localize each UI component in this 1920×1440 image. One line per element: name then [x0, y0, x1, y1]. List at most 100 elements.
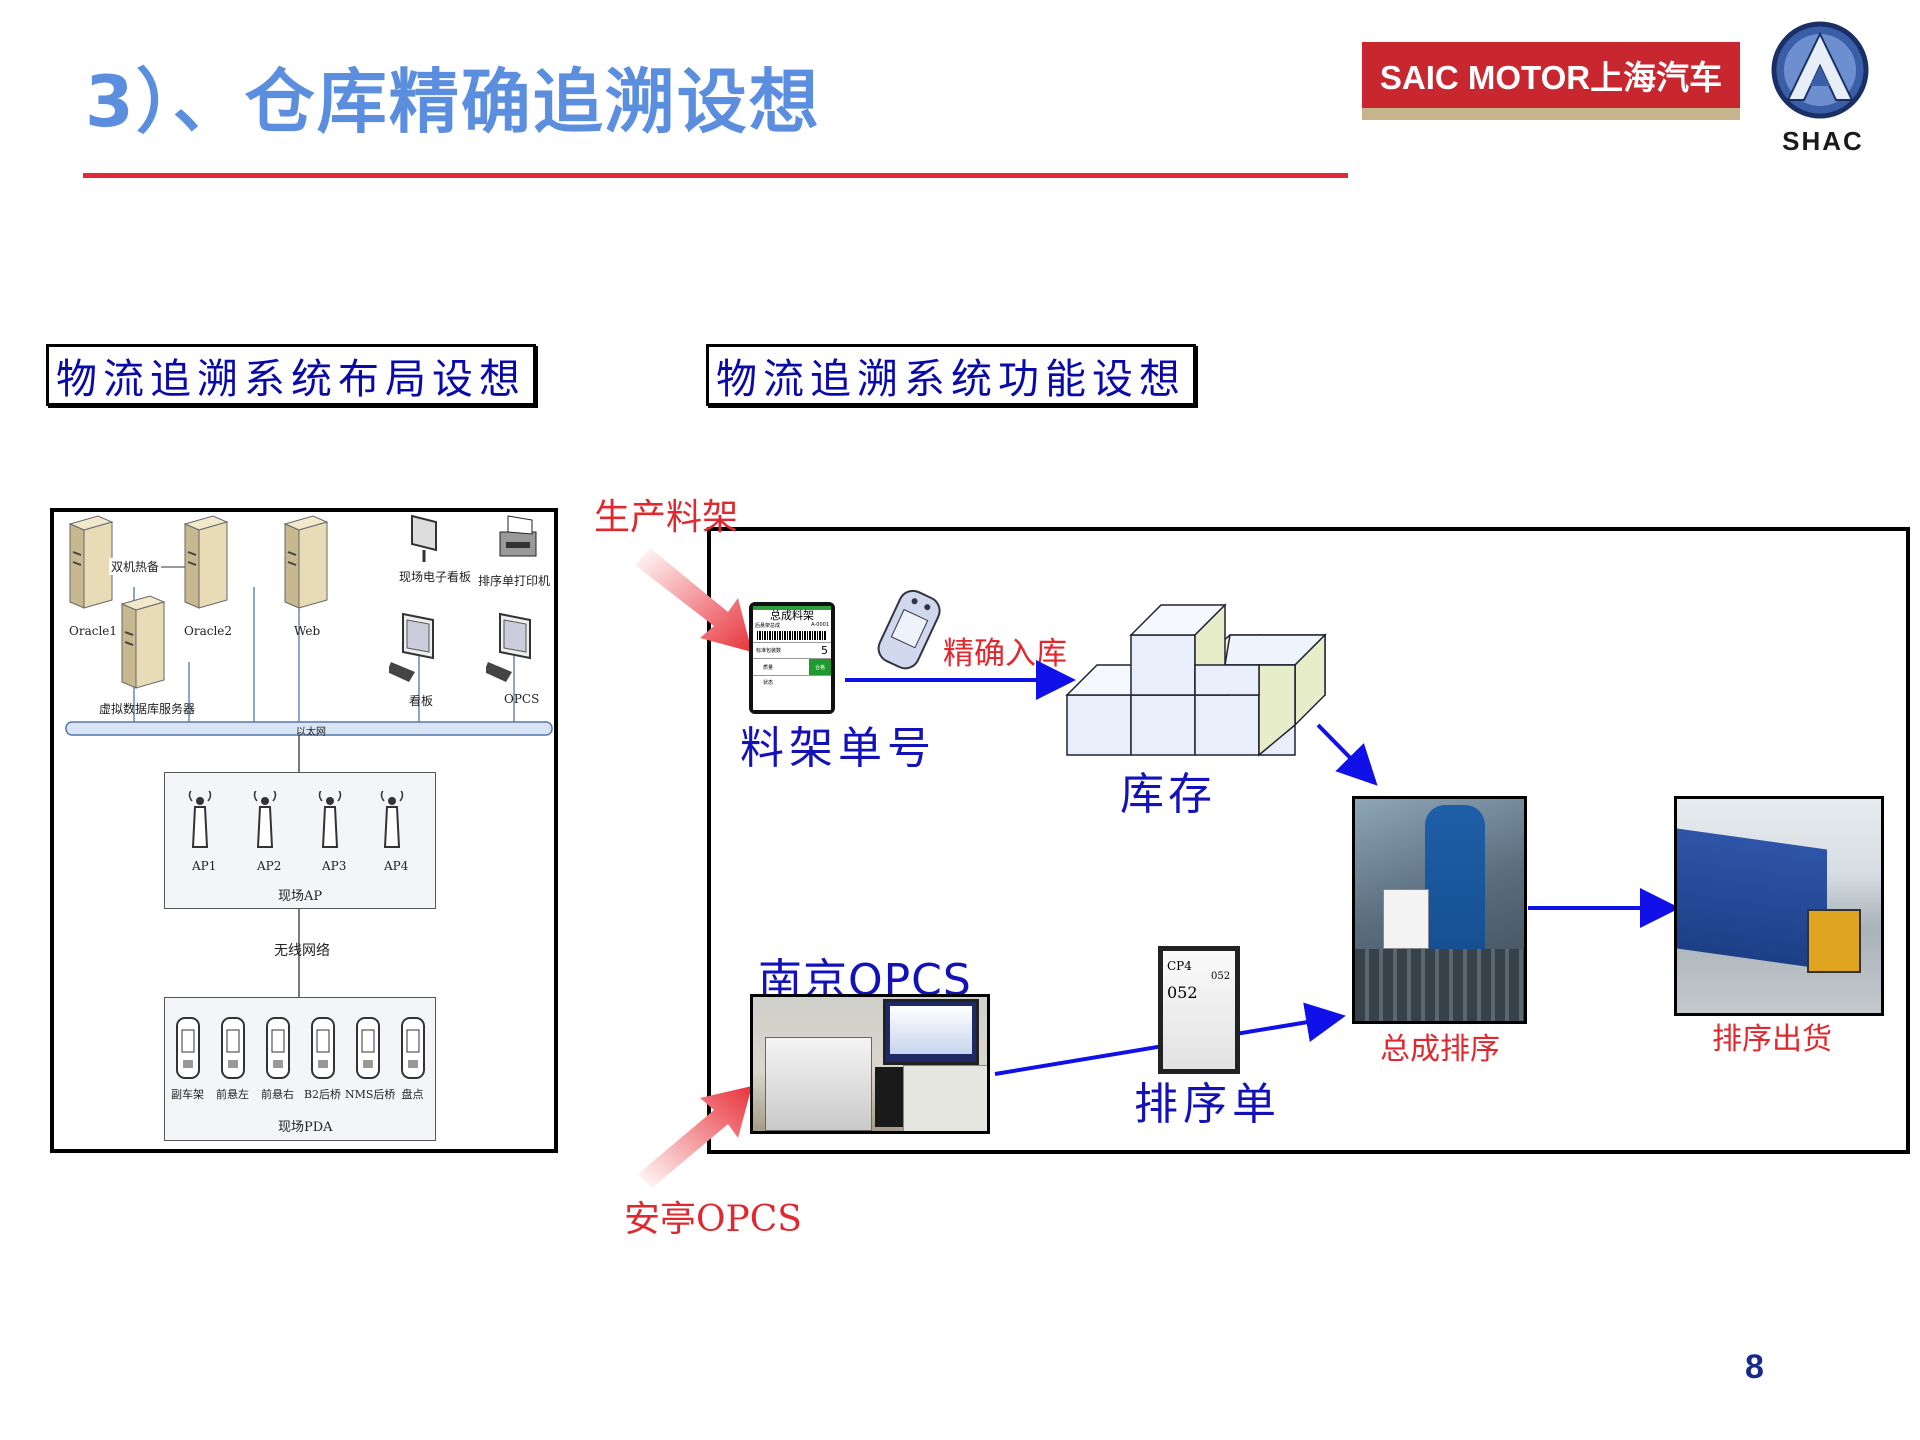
sequence-sheet-label: 排序单: [1134, 1079, 1281, 1130]
pc-in-photo: [903, 1065, 987, 1131]
kanban-label: 看板: [409, 694, 434, 708]
barcode-icon: [757, 631, 827, 640]
ap-group-label: 现场AP: [278, 889, 323, 904]
pda-device-icon: [175, 1017, 200, 1079]
production-rack-label: 生产料架: [594, 497, 739, 538]
forklift-figure: [1807, 909, 1861, 973]
sheet-right: 052: [1211, 971, 1231, 982]
monitor-in-photo: [883, 999, 979, 1065]
pda-item: 前悬左: [210, 1016, 255, 1102]
rack-card-topbar: [753, 606, 831, 610]
page-number: 8: [1745, 1348, 1764, 1386]
ap1-icon: [188, 791, 212, 848]
sequence-printer-label: 排序单打印机: [478, 574, 551, 588]
pda-item: NMS后桥: [345, 1016, 396, 1102]
rack-card-std-qty-value: 5: [821, 644, 828, 657]
anting-opcs-arrow-icon: [638, 1086, 752, 1188]
shac-text: SHAC: [1782, 126, 1864, 156]
virtual-db-server-icon: [120, 595, 166, 689]
saic-logo-text: SAIC MOTOR上海汽车: [1379, 59, 1723, 96]
rack-card-sub-right: A-0001: [811, 622, 829, 628]
pda-group-label: 现场PDA: [278, 1120, 333, 1135]
sheet-line2: 052: [1167, 983, 1198, 1002]
rack-card-quality-label: 质量: [763, 664, 774, 671]
pda-label: NMS后桥: [345, 1088, 396, 1101]
rack-card-sub-left: 后悬架总成: [755, 623, 781, 629]
production-rack-arrow-icon: [635, 548, 752, 652]
layout-section-title: 物流追溯系统布局设想: [46, 344, 536, 406]
title-underline: [83, 173, 1348, 178]
web-label: Web: [294, 624, 321, 638]
pda-device-icon: [310, 1017, 335, 1079]
pda-item: 前悬右: [255, 1016, 300, 1102]
ap2-icon: [253, 791, 277, 848]
ap4-icon: [380, 791, 404, 848]
kanban-pc-icon: [389, 612, 434, 682]
server-oracle1-icon: [68, 515, 114, 609]
ap3-label: AP3: [322, 859, 347, 873]
sequence-sheet-in-photo: [1383, 889, 1429, 949]
site-board-icon: [411, 514, 437, 562]
sheet-line1: CP4: [1167, 959, 1192, 973]
ap1-label: AP1: [192, 859, 217, 873]
pda-item: 副车架: [165, 1016, 210, 1102]
oracle2-label: Oracle2: [184, 624, 233, 638]
ethernet-label: 以太网: [296, 727, 326, 738]
nanjing-opcs-photo: [750, 994, 990, 1134]
pda-label: 前悬右: [261, 1088, 294, 1101]
hot-backup-label: 双机热备: [109, 558, 162, 575]
sequence-shipping-photo: [1674, 796, 1884, 1016]
pda-label: B2后桥: [303, 1088, 342, 1101]
ap-group-box: AP1 AP2 AP3 AP4 现场AP: [164, 772, 436, 909]
ap4-label: AP4: [384, 859, 409, 873]
opcs-label: OPCS: [504, 692, 540, 706]
handheld-scanner-icon: [877, 589, 941, 670]
layout-section-title-text: 物流追溯系统布局设想: [56, 355, 526, 403]
wireless-label: 无线网络: [274, 943, 330, 959]
anting-opcs-label: 安亭OPCS: [624, 1199, 802, 1240]
pda-label: 副车架: [171, 1088, 204, 1101]
assembly-sequence-label: 总成排序: [1380, 1032, 1500, 1067]
assembly-sequence-photo: [1352, 796, 1527, 1024]
rack-card-title: 总成料架: [770, 609, 814, 622]
function-section-title-text: 物流追溯系统功能设想: [716, 355, 1186, 403]
server-oracle2-icon: [183, 515, 229, 609]
function-section-title: 物流追溯系统功能设想: [706, 344, 1196, 406]
pda-item: B2后桥: [300, 1016, 345, 1102]
pda-label: 盘点: [401, 1088, 424, 1101]
box-in-photo: [875, 1067, 903, 1127]
pda-device-icon: [265, 1017, 290, 1079]
truck-figure: [1677, 828, 1827, 970]
pda-device-icon: [400, 1017, 425, 1079]
rack-number-label: 料架单号: [740, 723, 936, 774]
opcs-pc-icon: [486, 612, 531, 682]
assembly-rack-in-photo: [1355, 949, 1524, 1021]
rack-card-status-label: 状态: [753, 675, 831, 689]
pda-item: 盘点: [390, 1016, 435, 1102]
pda-label: 前悬左: [216, 1088, 249, 1101]
rack-card-device: 总成料架 后悬架总成 A-0001 标准包装数 5 质量 合格 状态: [749, 602, 835, 714]
ap3-icon: [318, 791, 342, 848]
virtual-db-label: 虚拟数据库服务器: [99, 702, 196, 716]
page-title: 3）、仓库精确追溯设想: [85, 61, 821, 143]
saic-motor-logo: SAIC MOTOR上海汽车: [1362, 42, 1740, 120]
sequence-shipping-label: 排序出货: [1712, 1022, 1832, 1057]
ap2-label: AP2: [257, 859, 282, 873]
site-board-label: 现场电子看板: [399, 570, 472, 584]
pda-device-icon: [355, 1017, 380, 1079]
inventory-boxes-icon: [1065, 603, 1327, 757]
oracle1-label: Oracle1: [69, 624, 118, 638]
shac-emblem-icon: [1771, 21, 1869, 119]
layout-diagram-panel: 双机热备 Oracle1 Oracle2 Web 虚拟数据库服务器 现场电子看板…: [50, 508, 558, 1153]
inventory-label: 库存: [1120, 769, 1216, 820]
printer-in-photo: [765, 1037, 872, 1131]
server-web-icon: [283, 515, 329, 609]
rack-card-quality-value: 合格: [809, 659, 831, 675]
printer-icon: [499, 515, 537, 557]
sequence-sheet-card: CP4 052 052: [1158, 946, 1240, 1074]
rack-card-std-qty-label: 标准包装数: [756, 648, 782, 654]
pda-device-icon: [220, 1017, 245, 1079]
